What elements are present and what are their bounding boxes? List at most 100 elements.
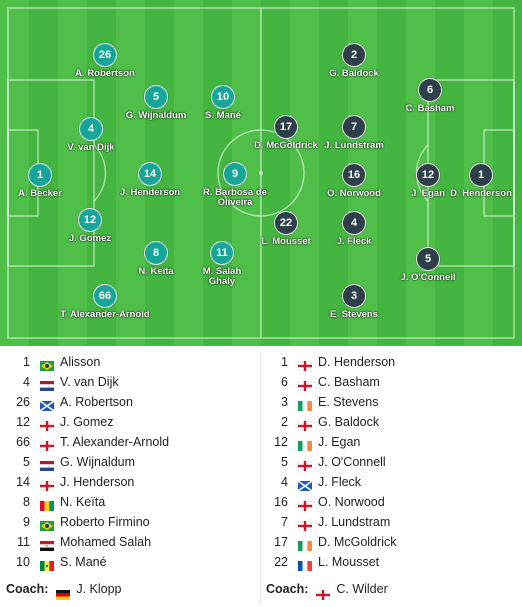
pitch-player[interactable]: 6 C. Basham: [370, 78, 490, 114]
lineup-number: 3: [281, 395, 288, 409]
pitch-player[interactable]: 5 J. O'Connell: [368, 247, 488, 283]
column-divider: [260, 352, 261, 604]
egypt-flag-icon: [40, 537, 54, 551]
player-number: 2: [342, 43, 366, 67]
netherlands-flag-icon: [40, 377, 54, 391]
lineup-player-name: Roberto Firmino: [60, 515, 150, 529]
pitch-player[interactable]: 17 D. McGoldrick: [226, 115, 346, 151]
france-flag-icon: [298, 557, 312, 571]
player-name: E. Stevens: [329, 309, 379, 320]
lineup-player-name: G. Wijnaldum: [60, 455, 136, 469]
brazil-flag-icon: [40, 357, 54, 371]
pitch-player[interactable]: 8 N. Keïta: [96, 241, 216, 277]
player-name: M. Salah Ghaly: [202, 266, 242, 287]
player-number: 1: [469, 163, 493, 187]
lineup-number: 66: [16, 435, 30, 449]
lineup-row[interactable]: 1 D. Henderson: [264, 352, 514, 372]
pitch-player[interactable]: 9 R. Barbosa de Oliveira: [175, 162, 295, 208]
coach-label: Coach:: [266, 582, 309, 596]
lineup-number: 14: [16, 475, 30, 489]
pitch-player[interactable]: 11 M. Salah Ghaly: [162, 241, 282, 287]
lineup-player-name: A. Robertson: [60, 395, 133, 409]
pitch-player[interactable]: 2 G. Baldock: [294, 43, 414, 79]
lineup-number: 9: [23, 515, 30, 529]
player-name: J. Henderson: [119, 187, 181, 198]
pitch-player[interactable]: 16 O. Norwood: [294, 163, 414, 199]
player-number: 5: [144, 85, 168, 109]
pitch-player[interactable]: 3 E. Stevens: [294, 284, 414, 320]
pitch-player[interactable]: 7 J. Lundstram: [294, 115, 414, 151]
away-coach[interactable]: Coach: C. Wilder: [266, 578, 388, 600]
player-number: 3: [342, 284, 366, 308]
pitch-player[interactable]: 1 D. Henderson: [421, 163, 522, 199]
player-name: J. Egan: [411, 188, 445, 199]
player-name: C. Basham: [405, 103, 455, 114]
player-name: R. Barbosa de Oliveira: [203, 187, 267, 208]
lineup-number: 12: [16, 415, 30, 429]
player-number: 6: [418, 78, 442, 102]
pitch-player[interactable]: 5 G. Wijnaldum: [96, 85, 216, 121]
pitch-player[interactable]: 14 J. Henderson: [90, 162, 210, 198]
pitch-player[interactable]: 4 J. Fleck: [294, 211, 414, 247]
pitch-player[interactable]: 66 T. Alexander-Arnold: [45, 284, 165, 320]
player-name: N. Keïta: [138, 266, 174, 277]
pitch-player[interactable]: 10 S. Mané: [163, 85, 283, 121]
lineup-row[interactable]: 26 A. Robertson: [6, 392, 256, 412]
lineup-player-name: D. Henderson: [318, 355, 396, 369]
brazil-flag-icon: [40, 517, 54, 531]
england-flag-icon: [39, 477, 55, 492]
lineup-row[interactable]: 17 D. McGoldrick: [264, 532, 514, 552]
lineup-row[interactable]: 9 Roberto Firmino: [6, 512, 256, 532]
scotland-flag-icon: [39, 397, 55, 412]
player-name: D. McGoldrick: [254, 140, 318, 151]
player-name: G. Wijnaldum: [125, 110, 187, 121]
lineup-number: 26: [16, 395, 30, 409]
lineup-number: 5: [23, 455, 30, 469]
lineup-number: 17: [274, 535, 288, 549]
player-name: O. Norwood: [327, 188, 381, 199]
player-name: J. O'Connell: [400, 272, 456, 283]
lineup-player-name: D. McGoldrick: [318, 535, 397, 549]
pitch-player[interactable]: 1 A. Becker: [0, 163, 100, 199]
player-number: 12: [416, 163, 440, 187]
ireland-flag-icon: [298, 397, 312, 411]
lineup-number: 8: [23, 495, 30, 509]
lineup-player-name: Mohamed Salah: [60, 535, 152, 549]
lineup-player-name: J. O'Connell: [318, 455, 386, 469]
pitch-player[interactable]: 26 A. Robertson: [45, 43, 165, 79]
lineup-number: 2: [281, 415, 288, 429]
lineup-row[interactable]: 3 E. Stevens: [264, 392, 514, 412]
home-coach[interactable]: Coach: J. Klopp: [6, 578, 122, 600]
player-number: 22: [274, 211, 298, 235]
lineup-row[interactable]: 5 G. Wijnaldum: [6, 452, 256, 472]
pitch-player[interactable]: 12 J. Egan: [368, 163, 488, 199]
lineup-player-name: E. Stevens: [318, 395, 379, 409]
player-number: 4: [79, 117, 103, 141]
player-name: L. Mousset: [261, 236, 311, 247]
pitch-player[interactable]: 12 J. Gomez: [30, 208, 150, 244]
lineup-number: 1: [281, 355, 288, 369]
pitch-player[interactable]: 4 V. van Dijk: [31, 117, 151, 153]
player-name: J. Gomez: [68, 233, 112, 244]
away-coach-flag-icon: [315, 585, 331, 600]
player-number: 10: [211, 85, 235, 109]
player-name: A. Becker: [18, 188, 62, 199]
pitch-player[interactable]: 22 L. Mousset: [226, 211, 346, 247]
